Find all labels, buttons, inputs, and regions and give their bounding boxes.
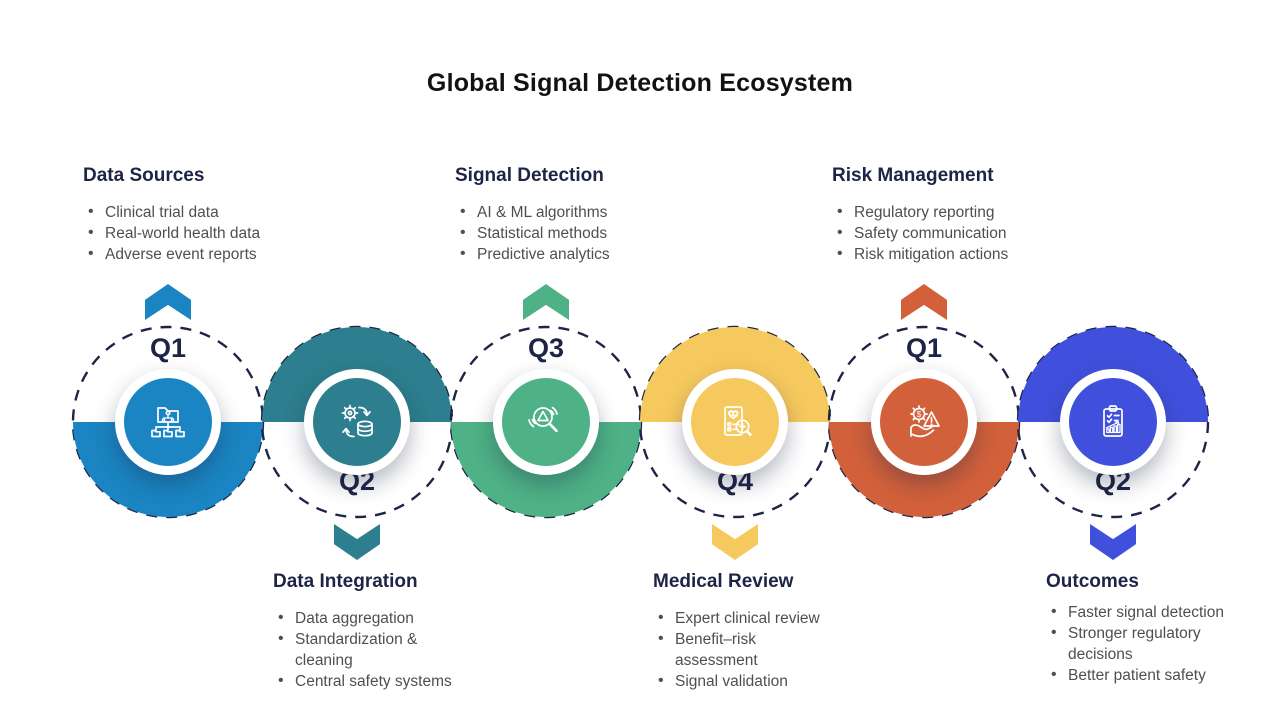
list-item: Statistical methods (455, 222, 695, 244)
bullet-list: AI & ML algorithms Statistical methods P… (455, 201, 695, 265)
node-hub (304, 369, 410, 475)
section-signal-detection: Signal Detection AI & ML algorithms Stat… (455, 164, 695, 265)
data-sources-icon (151, 407, 185, 438)
signal-detection-icon (528, 406, 558, 433)
bullet-list: Clinical trial data Real-world health da… (83, 201, 323, 265)
node-hub (682, 369, 788, 475)
medical-review-icon (724, 406, 752, 436)
section-risk-management: Risk Management Regulatory reporting Saf… (832, 164, 1072, 265)
quarter-label: Q1 (905, 333, 943, 363)
page-title: Global Signal Detection Ecosystem (426, 68, 854, 97)
node-hub (493, 369, 599, 475)
quarter-label: Q1 (149, 333, 187, 363)
node-hub (115, 369, 221, 475)
list-item: Clinical trial data (83, 201, 323, 223)
section-data-integration: Data Integration Data aggregation Standa… (273, 570, 465, 692)
chevron-down-icon (334, 524, 380, 560)
quarter-label: Q3 (527, 333, 565, 363)
list-item: Adverse event reports (83, 243, 323, 265)
chevron-down-icon (712, 524, 758, 560)
list-item: Data aggregation (273, 607, 465, 629)
node-data-sources: Q1 (68, 284, 268, 522)
list-item: AI & ML algorithms (455, 201, 695, 223)
section-data-sources: Data Sources Clinical trial data Real-wo… (83, 164, 323, 265)
node-hub: $ (871, 369, 977, 475)
list-item: Benefit–risk assessment (653, 628, 835, 671)
node-risk-management: Q1 $ (824, 284, 1024, 522)
section-title: Risk Management (832, 165, 994, 186)
node-hub (1060, 369, 1166, 475)
section-title: Data Sources (83, 165, 205, 186)
list-item: Real-world health data (83, 222, 323, 244)
dashed-ring (449, 325, 643, 519)
node-medical-review: Q4 (635, 322, 835, 560)
node-outcomes: Q2 (1013, 322, 1213, 560)
list-item: Central safety systems (273, 670, 465, 692)
risk-management-icon: $ (910, 405, 940, 438)
section-title: Signal Detection (455, 165, 604, 186)
chevron-up-icon (523, 284, 569, 320)
bullet-list: Regulatory reporting Safety communicatio… (832, 201, 1072, 265)
list-item: Risk mitigation actions (832, 243, 1072, 265)
bullet-list: Expert clinical review Benefit–risk asse… (653, 607, 835, 692)
chevron-down-icon (1090, 524, 1136, 560)
chevron-up-icon (901, 284, 947, 320)
list-item: Standardization & cleaning (273, 628, 465, 671)
section-title: Data Integration (273, 571, 418, 592)
outcomes-icon (1103, 405, 1123, 437)
bullet-list: Faster signal detection Stronger regulat… (1046, 601, 1226, 686)
list-item: Stronger regulatory decisions (1046, 622, 1226, 665)
node-data-integration: Q2 (257, 322, 457, 560)
section-title: Medical Review (653, 571, 794, 592)
list-item: Faster signal detection (1046, 601, 1226, 623)
dashed-ring (827, 325, 1021, 519)
bullet-list: Data aggregation Standardization & clean… (273, 607, 465, 692)
list-item: Regulatory reporting (832, 201, 1072, 223)
section-medical-review: Medical Review Expert clinical review Be… (653, 570, 835, 692)
data-integration-icon (341, 404, 373, 438)
chevron-up-icon (145, 284, 191, 320)
dashed-ring (71, 325, 265, 519)
list-item: Safety communication (832, 222, 1072, 244)
list-item: Better patient safety (1046, 664, 1226, 686)
list-item: Predictive analytics (455, 243, 695, 265)
node-signal-detection: Q3 (446, 284, 646, 522)
svg-text:$: $ (917, 409, 922, 419)
section-outcomes: Outcomes Faster signal detection Stronge… (1046, 570, 1226, 686)
section-title: Outcomes (1046, 571, 1139, 592)
list-item: Signal validation (653, 670, 835, 692)
list-item: Expert clinical review (653, 607, 835, 629)
